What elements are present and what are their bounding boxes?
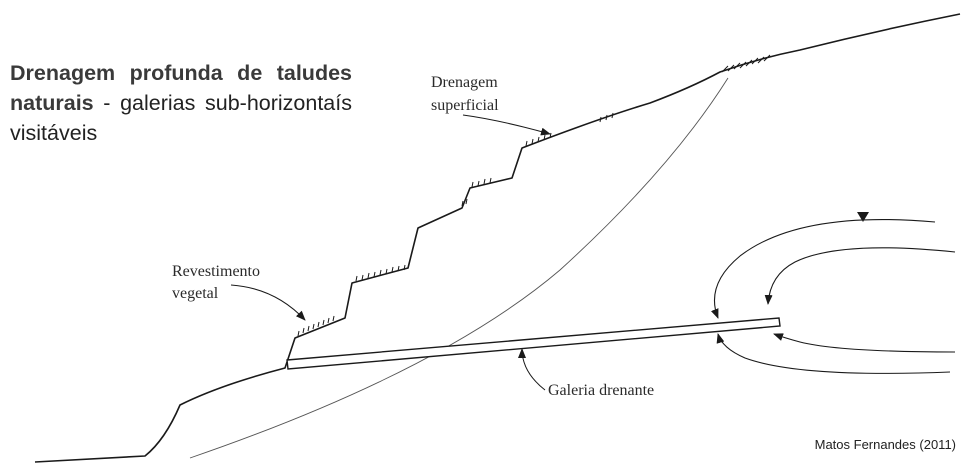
leader-drenagem: [462, 114, 551, 136]
label-revestimento-1: Revestimento: [172, 263, 260, 280]
leader-revestimento: [230, 284, 306, 321]
source-credit: Matos Fernandes (2011): [814, 437, 956, 452]
crest-hatch: [721, 54, 771, 73]
ground-profile: [34, 13, 961, 463]
slide-title: Drenagem profunda de taludes naturais - …: [10, 58, 352, 148]
label-drenagem-superficial-2: superficial: [431, 97, 499, 114]
label-galeria-drenante: Galeria drenante: [548, 382, 654, 399]
flow-lines: [710, 218, 956, 374]
slide-title-bold: Drenagem profunda de taludes naturais: [10, 61, 352, 115]
drainage-gallery: [286, 317, 781, 370]
slip-surface: [189, 77, 729, 459]
slide-title-rest: - galerias sub-horizontaís visitáveis: [10, 91, 352, 145]
leader-galeria: [518, 348, 546, 391]
label-revestimento-2: vegetal: [172, 285, 219, 302]
label-drenagem-superficial-1: Drenagem: [431, 74, 498, 91]
vegetation-marks: [297, 112, 614, 337]
water-table-icon: [857, 212, 869, 222]
